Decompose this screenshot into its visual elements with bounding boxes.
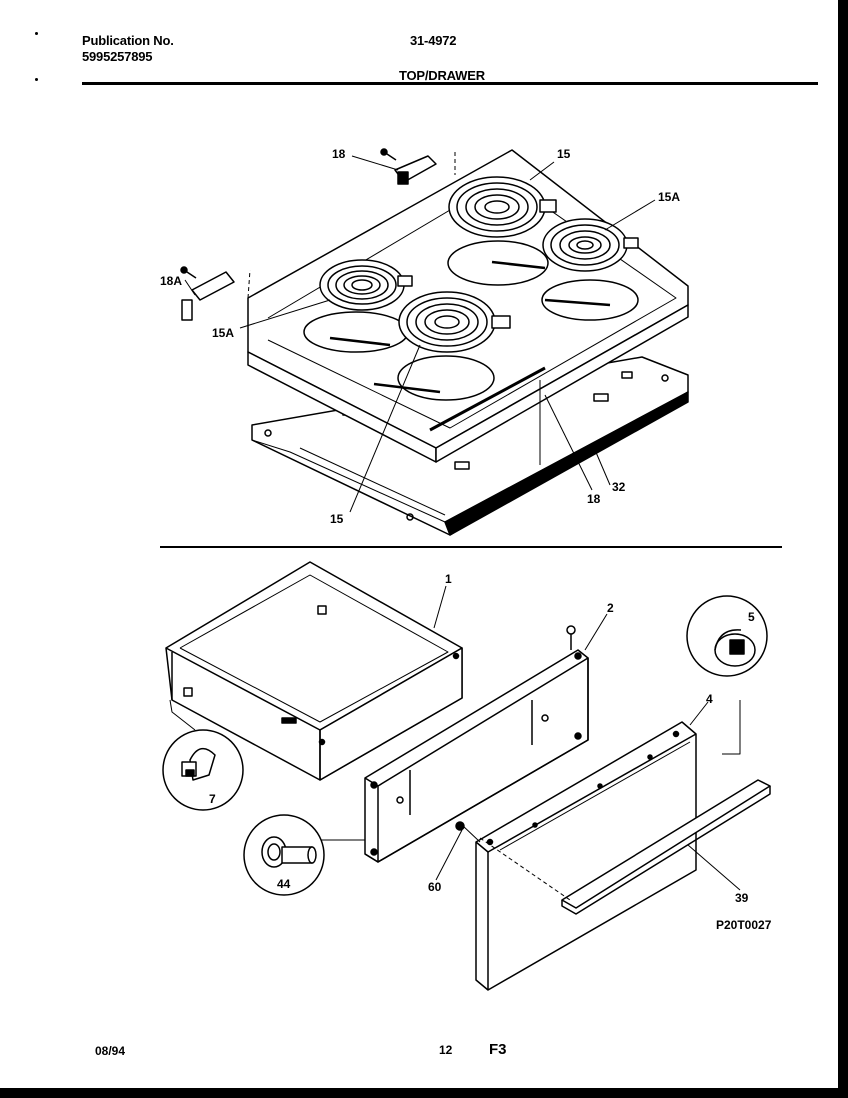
callout-drawer-1: 1 <box>445 572 452 586</box>
detail-circle-7 <box>162 729 244 811</box>
callout-trim-18: 18 <box>587 492 601 506</box>
section-divider <box>160 546 782 548</box>
drawer-rail <box>561 779 771 915</box>
model-number: 31-4972 <box>410 33 457 48</box>
footer-date: 08/94 <box>95 1044 126 1058</box>
page-frame-bottom <box>0 1088 848 1098</box>
callout-element-15-front: 15 <box>330 512 344 526</box>
publication-number: 5995257895 <box>82 49 153 64</box>
scan-speck <box>35 32 38 35</box>
drawer-outer-panel <box>475 721 697 991</box>
callout-rail-39: 39 <box>735 891 749 905</box>
callout-handle-18a: 18A <box>160 274 183 288</box>
surface-element-rear-left <box>319 259 413 311</box>
drawer-body <box>165 561 463 781</box>
header-rule <box>82 82 818 85</box>
callout-detail-5: 5 <box>748 610 755 624</box>
callout-drawer-front-2: 2 <box>607 601 614 615</box>
callout-screw-60: 60 <box>428 880 442 894</box>
screw-60 <box>455 821 465 831</box>
publication-label: Publication No. <box>82 33 174 48</box>
callout-element-15-rear: 15 <box>557 147 571 161</box>
callout-panel-4: 4 <box>706 692 713 706</box>
surface-element-rear-right <box>448 176 557 238</box>
callout-detail-44: 44 <box>277 877 291 891</box>
drawer-front-frame <box>364 625 589 863</box>
footer-section-code: F3 <box>489 1041 507 1058</box>
bottom-leader-lines <box>169 585 741 901</box>
callout-detail-7: 7 <box>209 792 216 806</box>
scan-speck <box>35 78 38 81</box>
detail-circle-44 <box>243 814 325 896</box>
surface-element-front-right <box>542 218 639 272</box>
detail-circle-5 <box>686 595 768 677</box>
top-leader-lines <box>184 155 656 513</box>
callout-top-handle-18: 18 <box>332 147 346 161</box>
hinge-bracket-left <box>180 266 235 321</box>
footer-page-number: 12 <box>439 1043 453 1057</box>
callout-element-15a-left: 15A <box>212 326 235 340</box>
surface-element-front-left <box>398 291 511 353</box>
section-title: TOP/DRAWER <box>399 68 485 83</box>
page-frame-right <box>838 0 848 1098</box>
callout-element-15a-right: 15A <box>658 190 681 204</box>
diagram-code: P20T0027 <box>716 918 772 932</box>
cooktop-assembly <box>180 148 689 465</box>
hinge-bracket-rear <box>380 148 437 185</box>
callout-part-32: 32 <box>612 480 626 494</box>
